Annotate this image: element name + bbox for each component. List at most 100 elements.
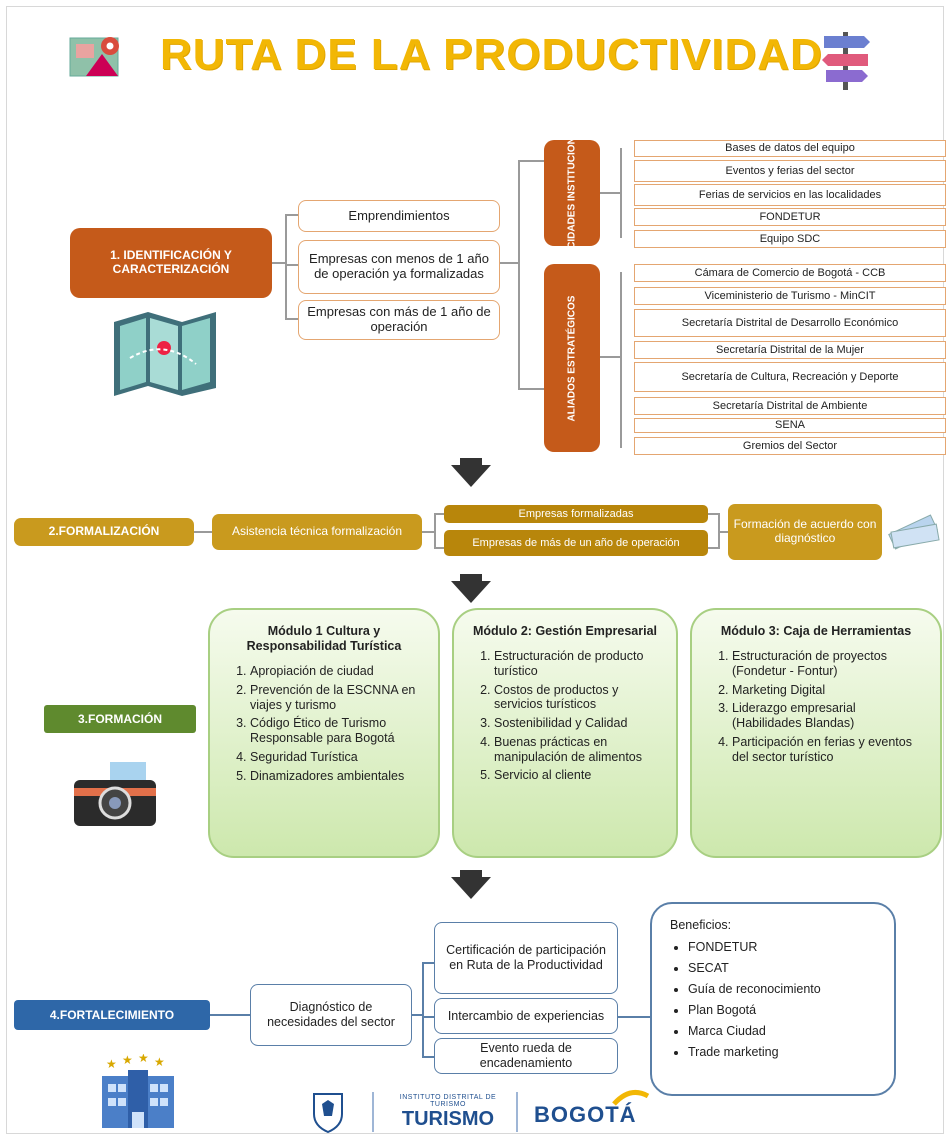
aliado-item: Gremios del Sector xyxy=(634,437,946,455)
aliado-item: Viceministerio de Turismo - MinCIT xyxy=(634,287,946,305)
connector-line xyxy=(434,513,436,549)
connector-line xyxy=(285,214,287,320)
stage-formalizacion: 2.FORMALIZACIÓN xyxy=(14,518,194,546)
connector-line xyxy=(518,388,544,390)
page-title: RUTA DE LA PRODUCTIVIDAD xyxy=(160,30,823,79)
module-item: Seguridad Turística xyxy=(250,750,424,765)
capacidad-item: Ferias de servicios en las localidades xyxy=(634,184,946,206)
module-title: Módulo 3: Caja de Herramientas xyxy=(720,624,912,638)
aliado-item: Secretaría Distrital de Desarrollo Econó… xyxy=(634,309,946,337)
stage-identificacion: 1. IDENTIFICACIÓN Y CARACTERIZACIÓN xyxy=(70,228,272,298)
stage-fortalecimiento-label: 4.FORTALECIMIENTO xyxy=(49,1008,175,1022)
module-item: Marketing Digital xyxy=(732,683,926,698)
module-item: Sostenibilidad y Calidad xyxy=(494,716,662,731)
down-arrow-icon xyxy=(460,870,482,878)
benefit-item: SECAT xyxy=(688,961,876,976)
module-item: Buenas prácticas en manipulación de alim… xyxy=(494,735,662,765)
connector-line xyxy=(434,513,444,515)
target-box: Emprendimientos xyxy=(298,200,500,232)
benefit-item: Guía de reconocimiento xyxy=(688,982,876,997)
module-card: Módulo 3: Caja de Herramientas Estructur… xyxy=(690,608,942,858)
connector-line xyxy=(620,148,622,238)
module-item: Servicio al cliente xyxy=(494,768,662,783)
connector-line xyxy=(412,1014,424,1016)
aliado-item: Secretaría de Cultura, Recreación y Depo… xyxy=(634,362,946,392)
stage-fortalecimiento: 4.FORTALECIMIENTO xyxy=(14,1000,210,1030)
aliado-item: SENA xyxy=(634,418,946,433)
benefits-list: FONDETUR SECAT Guía de reconocimiento Pl… xyxy=(670,940,876,1060)
down-arrow-icon xyxy=(460,574,482,582)
module-card: Módulo 1 Cultura y Responsabilidad Turís… xyxy=(208,608,440,858)
stage-formacion-label: 3.FORMACIÓN xyxy=(78,712,162,726)
map-pin-icon xyxy=(68,32,132,82)
svg-text:★: ★ xyxy=(106,1057,117,1071)
module-title: Módulo 2: Gestión Empresarial xyxy=(472,624,658,638)
connector-line xyxy=(718,531,728,533)
stage-identificacion-label: 1. IDENTIFICACIÓN Y CARACTERIZACIÓN xyxy=(110,248,232,276)
module-list: Apropiación de ciudad Prevención de la E… xyxy=(224,664,424,783)
module-item: Estructuración de producto turístico xyxy=(494,649,662,679)
connector-line xyxy=(708,513,720,515)
group-aliados-label: ALIADOS ESTRATÉGICOS xyxy=(566,295,578,421)
benefit-item: FONDETUR xyxy=(688,940,876,955)
connector-line xyxy=(272,262,286,264)
aliado-item: Cámara de Comercio de Bogotá - CCB xyxy=(634,264,946,282)
module-card: Módulo 2: Gestión Empresarial Estructura… xyxy=(452,608,678,858)
folded-map-icon xyxy=(110,308,230,398)
module-list: Estructuración de producto turístico Cos… xyxy=(468,649,662,783)
action-box: Certificación de participación en Ruta d… xyxy=(434,922,618,994)
benefit-item: Plan Bogotá xyxy=(688,1003,876,1018)
bogota-seal-icon xyxy=(310,1090,346,1134)
connector-line xyxy=(422,962,424,1058)
bogota-logo: BOGOTÁ xyxy=(534,1102,637,1127)
connector-line xyxy=(708,547,720,549)
turismo-logo-big: TURISMO xyxy=(401,1108,495,1130)
connector-line xyxy=(285,264,299,266)
module-title: Módulo 1 Cultura y Responsabilidad Turís… xyxy=(246,624,402,653)
benefit-item: Trade marketing xyxy=(688,1045,876,1060)
connector-line xyxy=(194,531,212,533)
action-box: Intercambio de experiencias xyxy=(434,998,618,1034)
turismo-logo: INSTITUTO DISTRITAL DE TURISMO TURISMO xyxy=(388,1094,508,1134)
benefits-title: Beneficios: xyxy=(670,918,732,932)
connector-line xyxy=(285,214,299,216)
capacidad-item: FONDETUR xyxy=(634,208,946,226)
connector-line xyxy=(422,962,434,964)
camera-icon xyxy=(70,758,160,830)
formal-option: Empresas formalizadas xyxy=(444,505,708,523)
module-item: Liderazgo empresarial (Habilidades Bland… xyxy=(732,701,926,731)
module-item: Dinamizadores ambientales xyxy=(250,769,424,784)
benefits-card: Beneficios: FONDETUR SECAT Guía de recon… xyxy=(650,902,896,1096)
module-item: Código Ético de Turismo Responsable para… xyxy=(250,716,424,746)
divider xyxy=(516,1092,518,1132)
connector-line xyxy=(620,272,622,448)
connector-line xyxy=(518,160,520,390)
aliado-item: Secretaría Distrital de la Mujer xyxy=(634,341,946,359)
module-list: Estructuración de proyectos (Fondetur - … xyxy=(706,649,926,764)
diagnosis-box: Diagnóstico de necesidades del sector xyxy=(250,984,412,1046)
tickets-icon xyxy=(886,500,944,554)
capacidad-item: Bases de datos del equipo xyxy=(634,140,946,157)
connector-line xyxy=(500,262,520,264)
capacidad-item: Eventos y ferias del sector xyxy=(634,160,946,182)
bogota-logo-accent-icon xyxy=(612,1086,650,1106)
group-capacidades-label: CAPACIDADES INSTITUCIONALES xyxy=(566,110,578,276)
connector-line xyxy=(518,160,544,162)
svg-text:★: ★ xyxy=(122,1054,133,1067)
hotel-icon: ★ ★ ★ ★ xyxy=(92,1051,184,1130)
module-item: Apropiación de ciudad xyxy=(250,664,424,679)
page-frame xyxy=(6,6,944,1134)
connector-line xyxy=(422,1016,434,1018)
target-box: Empresas con menos de 1 año de operación… xyxy=(298,240,500,294)
formal-option: Empresas de más de un año de operación xyxy=(444,530,708,556)
connector-line xyxy=(422,1056,434,1058)
module-item: Costos de productos y servicios turístic… xyxy=(494,683,662,713)
module-item: Estructuración de proyectos (Fondetur - … xyxy=(732,649,926,679)
down-arrow-icon xyxy=(451,465,491,487)
connector-line xyxy=(600,192,620,194)
down-arrow-icon xyxy=(460,458,482,466)
aliado-item: Secretaría Distrital de Ambiente xyxy=(634,397,946,415)
down-arrow-icon xyxy=(451,877,491,899)
connector-line xyxy=(434,547,444,549)
target-box: Empresas con más de 1 año de operación xyxy=(298,300,500,340)
